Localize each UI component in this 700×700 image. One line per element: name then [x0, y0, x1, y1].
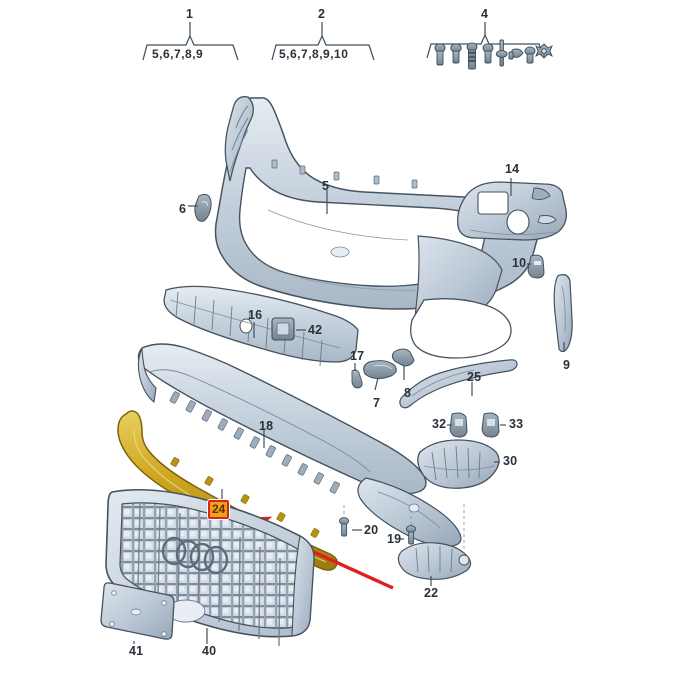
callout-14: 14: [505, 162, 520, 176]
callout-17: 17: [350, 349, 365, 363]
part-cover-cap-7: [363, 360, 397, 391]
callout-6: 6: [179, 202, 187, 216]
callout-8: 8: [404, 386, 412, 400]
part-stud-17: [351, 363, 363, 389]
part-bracket-22: [397, 542, 472, 580]
callout-20: 20: [364, 523, 379, 537]
bracket-group-4: [426, 22, 545, 59]
callout-9: 9: [563, 358, 571, 372]
bracket-1-contents: 5,6,7,8,9: [152, 47, 204, 61]
callout-19: 19: [387, 532, 402, 546]
callout-41: 41: [129, 644, 144, 658]
callout-42: 42: [308, 323, 323, 337]
part-clip-33: [481, 412, 506, 438]
part-screw-20: [338, 517, 362, 537]
highlight-callout-24: 24: [208, 500, 230, 519]
fastener-icons: [434, 39, 553, 70]
part-sensor-42: [271, 317, 306, 341]
part-clip-32: [447, 412, 468, 438]
callout-18: 18: [259, 419, 274, 433]
audi-rings-emblem: [161, 536, 229, 575]
callout-40: 40: [202, 644, 217, 658]
bracket-2-contents: 5,6,7,8,9,10: [279, 47, 349, 61]
callout-30: 30: [503, 454, 518, 468]
bracket-2-number: 2: [318, 7, 326, 21]
part-bumper-cover: [214, 96, 540, 359]
part-lower-spoiler-18: [137, 343, 462, 547]
callout-5: 5: [322, 179, 330, 193]
part-air-duct-14: [457, 181, 567, 241]
callout-22: 22: [424, 586, 439, 600]
alignment-lines: [343, 504, 465, 556]
callout-25: 25: [467, 370, 482, 384]
part-clip-10: [527, 254, 545, 279]
part-side-trim-9: [553, 274, 573, 353]
bracket-4-number: 4: [481, 7, 489, 21]
callout-7: 7: [373, 396, 381, 410]
bracket-1-number: 1: [186, 7, 194, 21]
part-air-guide-30: [417, 439, 500, 489]
callout-10: 10: [512, 256, 527, 270]
part-licence-plate-bracket-41: [100, 582, 175, 640]
callout-33: 33: [509, 417, 524, 431]
bracket-group-1: [142, 22, 239, 61]
bracket-group-2: [271, 22, 375, 61]
part-bracket-8: [391, 348, 415, 380]
callout-16: 16: [248, 308, 263, 322]
part-clip-6: [188, 193, 212, 222]
callout-32: 32: [432, 417, 447, 431]
part-molding-25: [399, 359, 518, 409]
part-screw-19: [399, 525, 417, 545]
